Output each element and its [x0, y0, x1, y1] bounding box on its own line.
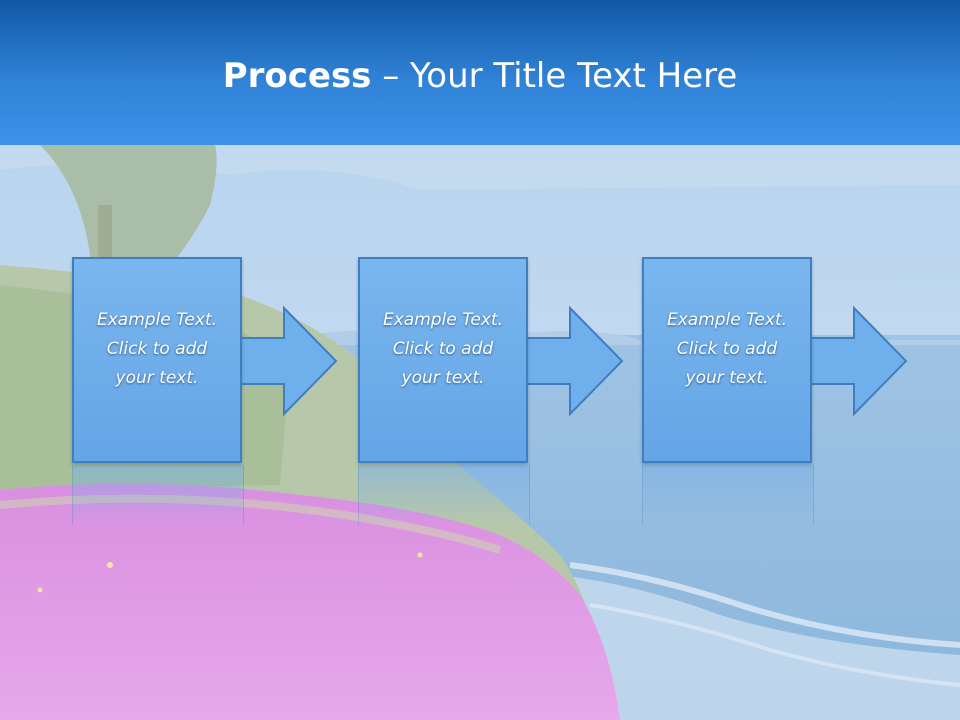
process-step-3-text[interactable]: Example Text. Click to add your text.: [666, 309, 788, 388]
process-step-1[interactable]: Example Text. Click to add your text.: [72, 257, 242, 463]
process-step-2-text[interactable]: Example Text. Click to add your text.: [382, 309, 504, 388]
process-step-2[interactable]: Example Text. Click to add your text.: [358, 257, 528, 463]
title-bold-part: Process: [222, 56, 372, 96]
slide-title[interactable]: Process – Your Title Text Here: [0, 54, 960, 98]
step-1-arrow-icon: [237, 305, 338, 417]
process-step-3[interactable]: Example Text. Click to add your text.: [642, 257, 812, 463]
step-2-arrow-icon: [523, 305, 624, 417]
title-bar: Process – Your Title Text Here: [0, 0, 960, 145]
step-3-arrow-icon: [807, 305, 908, 417]
step-2-reflection: [358, 465, 530, 525]
title-rest-part: – Your Title Text Here: [371, 56, 738, 96]
step-1-reflection: [72, 465, 244, 525]
process-step-1-text[interactable]: Example Text. Click to add your text.: [96, 309, 218, 388]
step-3-reflection: [642, 465, 814, 525]
